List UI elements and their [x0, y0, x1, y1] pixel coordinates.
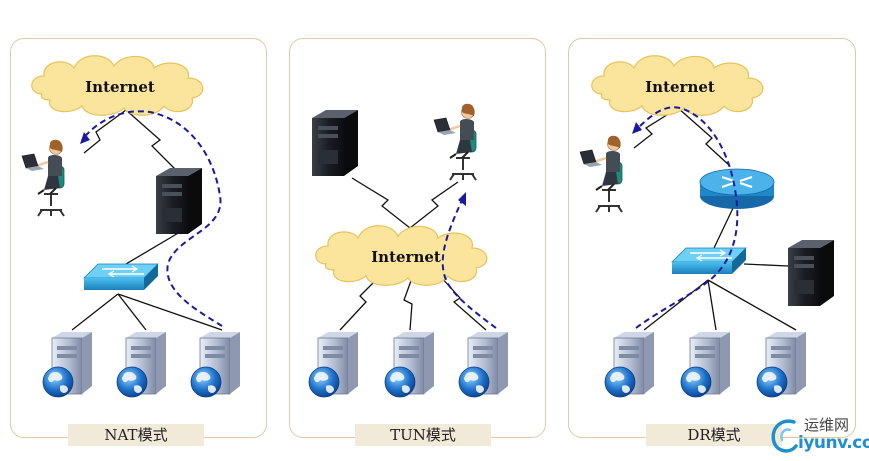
- switch-icon: [83, 263, 159, 291]
- flow-arrow-icon: [458, 192, 466, 206]
- link-cloud-client: [409, 181, 459, 229]
- link-switch-rs2: [707, 279, 717, 331]
- watermark-en: iyunv.com: [798, 433, 869, 453]
- link-cloud-client: [83, 109, 127, 154]
- link-router-switch: [713, 205, 735, 249]
- cloud-label: Internet: [371, 248, 441, 266]
- link-cloud-router: [677, 107, 731, 167]
- link-director-cloud: [351, 177, 411, 229]
- web-server-icon: [308, 331, 359, 398]
- cloud-label: Internet: [645, 78, 715, 96]
- cloud-label: Internet: [85, 78, 155, 96]
- web-server-icon: [458, 331, 509, 398]
- flow-path: [441, 199, 497, 329]
- web-server-icon: [384, 331, 435, 398]
- web-server-icon: [604, 331, 655, 398]
- link-switch-rs1: [71, 293, 119, 331]
- caption-dr: DR模式: [646, 424, 782, 446]
- link-cloud-rs2: [403, 277, 413, 331]
- flow-arrow-icon: [80, 132, 90, 144]
- watermark-logo: 运维网 iyunv.com: [768, 414, 869, 458]
- tun-diagram: Internet: [308, 102, 509, 398]
- caption-tun: TUN模式: [355, 424, 491, 446]
- link-cloud-rs1: [339, 275, 381, 331]
- flow-path: [81, 110, 223, 327]
- link-cloud-rs3: [439, 275, 487, 331]
- switch-icon: [671, 247, 747, 275]
- web-server-icon: [680, 331, 731, 398]
- link-switch-director: [743, 263, 789, 267]
- link-switch-rs3: [707, 279, 797, 331]
- caption-nat: NAT模式: [68, 424, 204, 446]
- server-tower-icon: [788, 240, 834, 306]
- watermark-cn: 运维网: [804, 416, 850, 434]
- link-director-switch: [125, 231, 181, 265]
- server-tower-icon: [156, 168, 202, 234]
- link-cloud-director: [125, 109, 177, 171]
- link-switch-rs2: [117, 293, 147, 331]
- flow-path: [635, 106, 739, 329]
- user-at-laptop-icon: [432, 102, 478, 182]
- web-server-icon: [756, 331, 807, 398]
- link-cloud-client: [633, 107, 679, 149]
- dr-diagram: Internet: [578, 55, 834, 398]
- server-tower-icon: [312, 110, 358, 176]
- user-at-laptop-icon: [578, 134, 624, 214]
- web-server-icon: [190, 331, 241, 398]
- nat-diagram: Internet: [20, 55, 241, 398]
- link-switch-rs3: [117, 293, 223, 331]
- web-server-icon: [116, 331, 167, 398]
- user-at-laptop-icon: [20, 138, 66, 218]
- watermark-swirl-icon: [771, 419, 798, 453]
- web-server-icon: [42, 331, 93, 398]
- flow-arrow-icon: [632, 122, 642, 134]
